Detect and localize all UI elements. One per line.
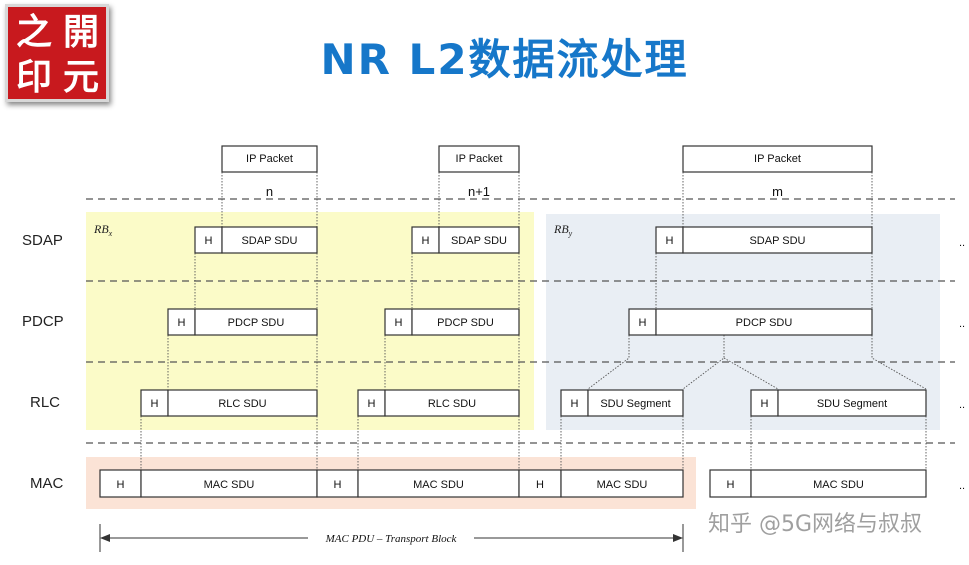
flow-label: n+1 <box>468 184 490 199</box>
pdcp-pdu: H PDCP SDU <box>167 308 318 336</box>
mac-sdu-label: MAC SDU <box>813 479 864 491</box>
transport-block-label: MAC PDU – Transport Block <box>325 533 458 545</box>
layer-label-pdcp: PDCP <box>22 313 64 330</box>
sdap-pdu: H SDAP SDU <box>411 226 520 254</box>
logo-char: 元 <box>62 56 99 98</box>
logo: 之 開 印 元 <box>5 4 109 102</box>
page-title: NR L2数据流处理 <box>320 35 689 84</box>
pdcp-sdu-label: PDCP SDU <box>736 317 793 329</box>
rlc-pdu-segment: H SDU Segment <box>560 389 684 417</box>
svg-text:IP Packet: IP Packet <box>456 153 503 165</box>
pdcp-sdu-label: PDCP SDU <box>437 317 494 329</box>
rlc-sdu-label: RLC SDU <box>428 398 476 410</box>
header-label: H <box>178 317 186 329</box>
flow-label: m <box>772 184 783 199</box>
svg-text:IP Packet: IP Packet <box>754 153 801 165</box>
rlc-sdu-label: RLC SDU <box>218 398 266 410</box>
header-label: H <box>727 479 735 491</box>
sdap-pdu: H SDAP SDU <box>194 226 318 254</box>
logo-char: 開 <box>62 11 99 53</box>
header-label: H <box>639 317 647 329</box>
logo-char: 之 <box>15 11 52 53</box>
sdap-sdu-label: SDAP SDU <box>749 235 805 247</box>
mac-pdu: H MAC SDU <box>709 469 927 498</box>
flow-label: n <box>266 184 273 199</box>
sdap-sdu-label: SDAP SDU <box>451 235 507 247</box>
rby-label: RBy <box>553 222 573 238</box>
header-label: H <box>422 235 430 247</box>
sdu-segment-label: SDU Segment <box>600 398 670 410</box>
layer-label-sdap: SDAP <box>22 232 63 249</box>
layer-label-rlc: RLC <box>30 394 60 411</box>
sdap-pdu: H SDAP SDU <box>655 226 873 254</box>
pdcp-sdu-label: PDCP SDU <box>228 317 285 329</box>
header-label: H <box>368 398 376 410</box>
ip-packet: IP Packet m <box>682 145 873 199</box>
header-label: H <box>536 479 544 491</box>
rlc-pdu-segment: H SDU Segment <box>750 389 927 417</box>
ellipsis: .. <box>959 399 965 411</box>
ip-packet: IP Packet n+1 <box>438 145 520 199</box>
layer-label-mac: MAC <box>30 475 64 492</box>
ip-packet: IP Packet n <box>221 145 318 199</box>
mac-sdu-label: MAC SDU <box>204 479 255 491</box>
pdcp-pdu: H PDCP SDU <box>384 308 520 336</box>
sdap-sdu-label: SDAP SDU <box>241 235 297 247</box>
watermark: 知乎 @5G网络与叔叔 <box>708 512 923 537</box>
header-label: H <box>666 235 674 247</box>
svg-text:IP Packet: IP Packet <box>246 153 293 165</box>
ellipsis: .. <box>959 318 965 330</box>
transport-block-span: MAC PDU – Transport Block <box>99 524 684 552</box>
header-label: H <box>571 398 579 410</box>
mac-sdu-label: MAC SDU <box>597 479 648 491</box>
header-label: H <box>761 398 769 410</box>
rlc-pdu: H RLC SDU <box>140 389 318 417</box>
header-label: H <box>151 398 159 410</box>
header-label: H <box>395 317 403 329</box>
logo-char: 印 <box>15 56 52 98</box>
rlc-pdu: H RLC SDU <box>357 389 520 417</box>
layer-separators <box>86 198 955 444</box>
header-label: H <box>205 235 213 247</box>
ellipsis: .. <box>959 237 965 249</box>
sdu-segment-label: SDU Segment <box>817 398 887 410</box>
mac-sdu-label: MAC SDU <box>413 479 464 491</box>
header-label: H <box>334 479 342 491</box>
rbx-label: RBx <box>93 222 113 238</box>
ellipsis: .. <box>959 480 965 492</box>
connector-lines <box>140 172 927 470</box>
continuation-marks: .. .. .. .. <box>959 237 965 492</box>
mac-pdu: H MAC SDU H MAC SDU H MAC SDU <box>99 469 684 498</box>
pdcp-pdu: H PDCP SDU <box>628 308 873 336</box>
header-label: H <box>117 479 125 491</box>
